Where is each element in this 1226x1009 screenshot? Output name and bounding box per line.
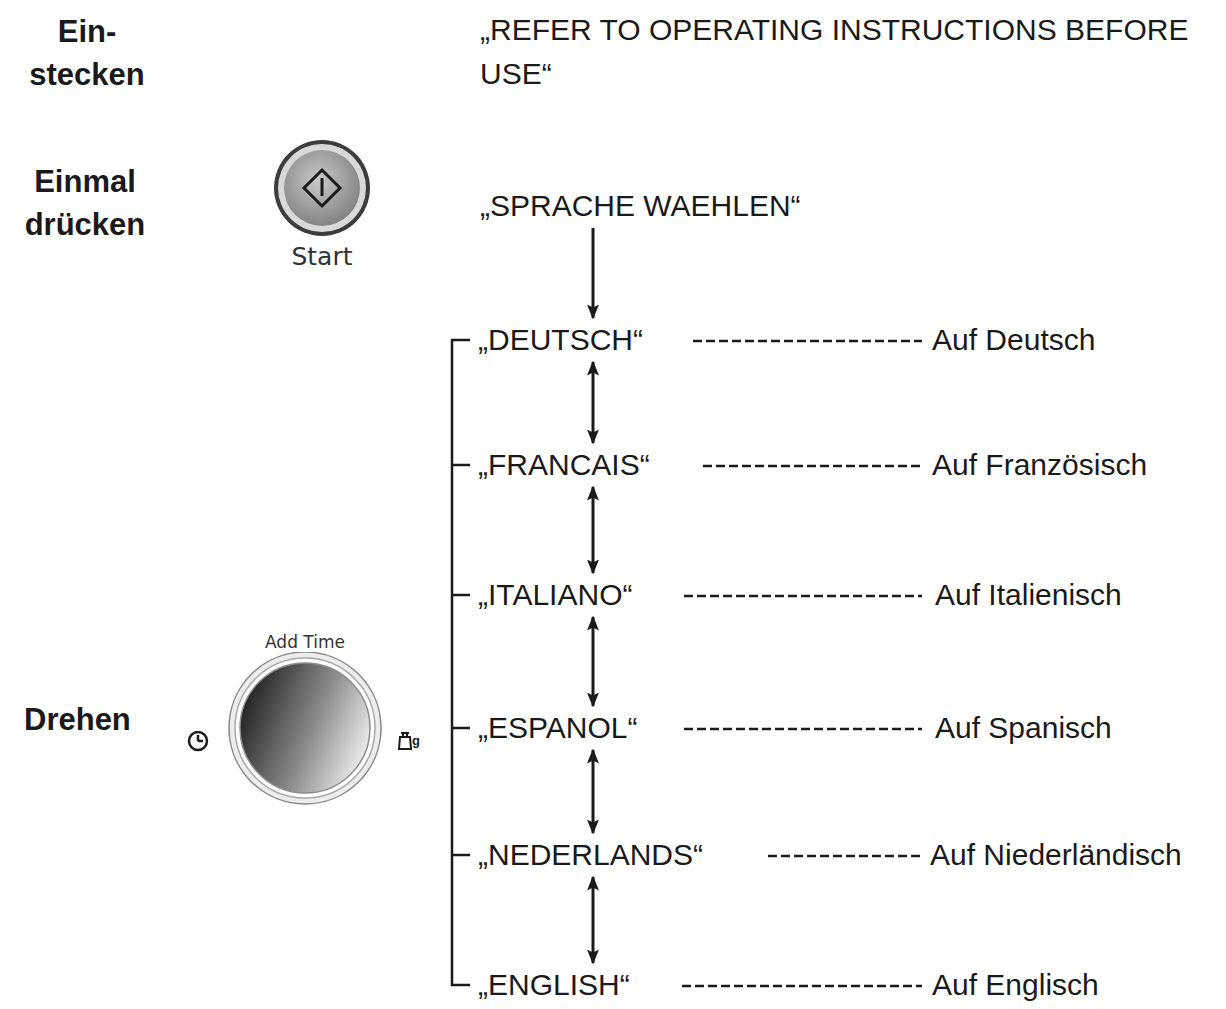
control-label: Add Time bbox=[225, 632, 385, 652]
translation-note: Auf Deutsch bbox=[932, 322, 1095, 358]
clock-icon bbox=[189, 732, 207, 750]
menu-item: „NEDERLANDS“ bbox=[478, 837, 703, 873]
menu-text: „FRANCAIS“ bbox=[478, 447, 650, 483]
flow-arrow bbox=[592, 617, 595, 706]
menu-item: „ITALIANO“ bbox=[478, 577, 632, 613]
translation-note: Auf Niederländisch bbox=[930, 837, 1182, 873]
menu-item: „ENGLISH“ bbox=[478, 967, 630, 1003]
translation-note: Auf Italienisch bbox=[935, 577, 1122, 613]
language-bracket bbox=[452, 340, 470, 985]
menu-text: „NEDERLANDS“ bbox=[478, 837, 703, 873]
warning-text: „REFER TO OPERATING INSTRUCTIONS BEFORE … bbox=[480, 8, 1215, 96]
step-label: Drehen bbox=[24, 702, 131, 738]
start-button-graphic bbox=[272, 138, 372, 238]
flow-arrow bbox=[592, 487, 595, 573]
menu-text: „DEUTSCH“ bbox=[478, 322, 643, 358]
flow-arrow bbox=[592, 228, 595, 318]
menu-text: „SPRACHE WAEHLEN“ bbox=[480, 188, 801, 224]
start-button: Start bbox=[272, 138, 372, 278]
menu-item: „SPRACHE WAEHLEN“ bbox=[480, 188, 801, 224]
flow-arrow bbox=[592, 362, 595, 443]
unit-symbol: g bbox=[412, 733, 420, 748]
control-label: Start bbox=[272, 242, 372, 271]
leader-lines bbox=[682, 341, 922, 986]
translation-note: Auf Französisch bbox=[932, 447, 1147, 483]
dial-graphic bbox=[225, 652, 385, 812]
step-label: Ein- stecken bbox=[12, 10, 162, 96]
menu-text: „ITALIANO“ bbox=[478, 577, 632, 613]
flow-arrow bbox=[592, 877, 595, 963]
menu-text: „ENGLISH“ bbox=[478, 967, 630, 1003]
weight-icon bbox=[399, 733, 411, 749]
menu-item: „FRANCAIS“ bbox=[478, 447, 650, 483]
step-label: Einmal drücken bbox=[5, 160, 165, 246]
rotary-dial: Add Time bbox=[225, 632, 385, 812]
menu-item: „DEUTSCH“ bbox=[478, 322, 643, 358]
translation-note: Auf Spanisch bbox=[935, 710, 1112, 746]
menu-item: „ESPANOL“ bbox=[478, 710, 637, 746]
flow-arrow bbox=[592, 750, 595, 833]
menu-text: „ESPANOL“ bbox=[478, 710, 637, 746]
translation-note: Auf Englisch bbox=[932, 967, 1099, 1003]
